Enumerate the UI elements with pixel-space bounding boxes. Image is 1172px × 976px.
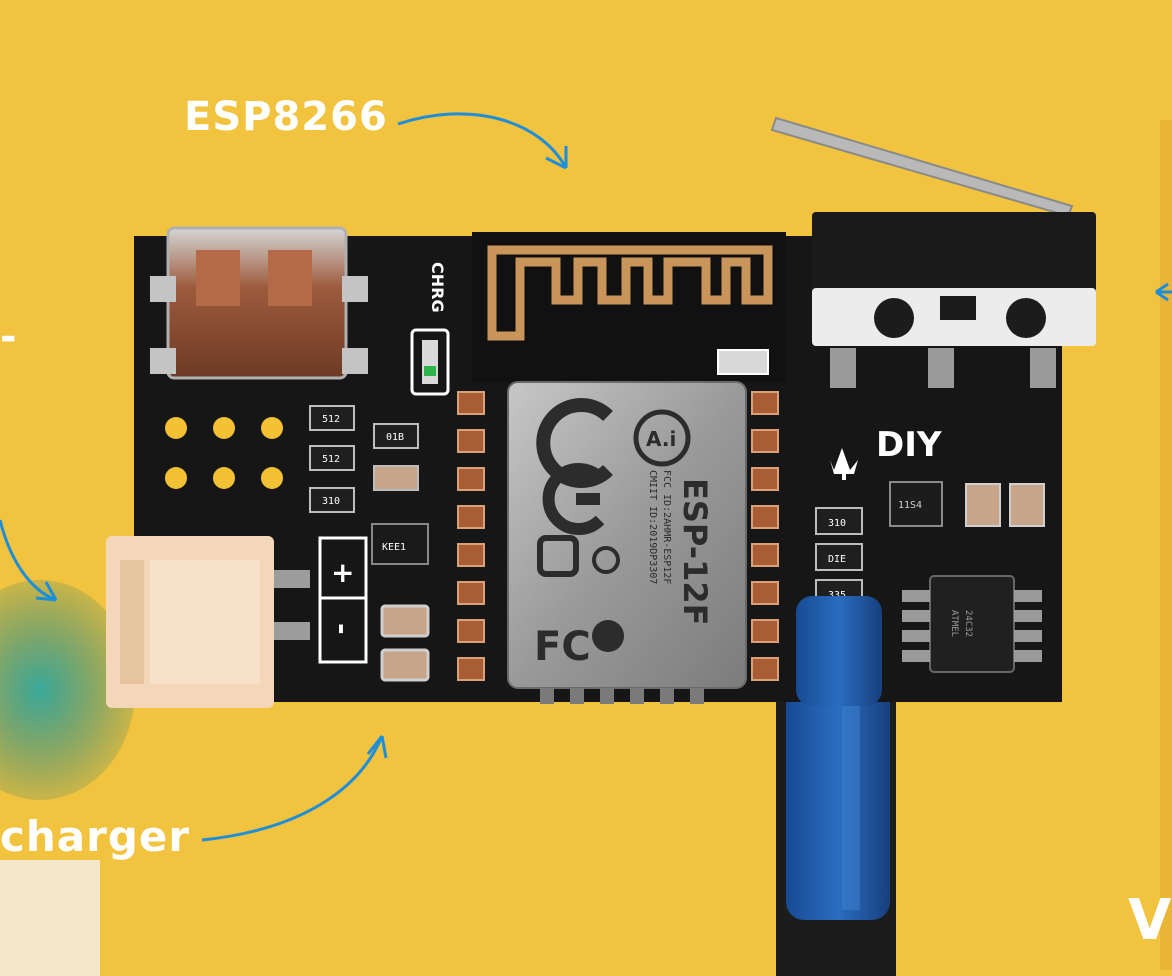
eeprom-label-line1: ATMEL [949, 610, 959, 637]
rohs-logo-icon [592, 620, 624, 652]
capacitor [380, 604, 430, 638]
capacitor [380, 648, 430, 682]
charger-ic-label: KEE1 [382, 542, 406, 553]
charger-label: charger [0, 812, 191, 861]
switch-lever [770, 116, 1074, 218]
micro-switch [812, 212, 1096, 294]
usb-c-port [166, 226, 348, 380]
resistor-label: 512 [322, 454, 340, 465]
castellated-pins-left [457, 391, 485, 681]
arrow-to-charger-icon [201, 735, 384, 842]
mosfet [889, 481, 943, 527]
charger-ic [371, 523, 429, 565]
diy-logo: DIY [876, 425, 942, 465]
resistor [815, 507, 863, 535]
resistor-label: 310 [828, 518, 846, 529]
eeprom-chip [929, 575, 1015, 673]
pad-grid [165, 417, 283, 489]
kc-logo-icon [537, 535, 579, 577]
chrg-label: CHRG [428, 262, 447, 313]
blurred-teal-object [0, 580, 135, 800]
polarity-box [318, 536, 368, 664]
arrow-right-edge-icon [1155, 282, 1172, 302]
arrow-to-connector-icon [0, 519, 57, 602]
module-model: ESP-12F [676, 478, 714, 625]
weee-logo-icon [592, 546, 620, 574]
resistor [815, 543, 863, 571]
status-led [717, 349, 769, 375]
capacitor [965, 483, 1001, 527]
fc-logo-icon: FC [534, 624, 591, 670]
module-cmiit-id: CMIIT ID:2019DP3307 [647, 470, 658, 584]
ai-logo-text: A.i [646, 427, 676, 451]
chrg-led [410, 328, 450, 396]
plus-label: + [331, 556, 354, 589]
left-edge-label: - [0, 314, 18, 360]
resistor-label: 01B [386, 432, 404, 443]
mosfet-label: 11S4 [898, 500, 922, 511]
pcb-antenna-icon [487, 245, 773, 341]
resistor-label: 512 [322, 414, 340, 425]
resistor-group-left [309, 405, 419, 513]
blurred-white-object [0, 860, 100, 976]
ce-logo-icon [536, 398, 613, 488]
module-fcc-id: FCC ID:2AHMR-ESP12F [661, 470, 672, 584]
ai-logo-icon [633, 409, 691, 467]
capacitor [1009, 483, 1045, 527]
blurred-right-object [1160, 120, 1172, 970]
resistor-label: DIE [828, 554, 846, 565]
esp8266-label: ESP8266 [184, 94, 388, 140]
resistor-label: 310 [322, 496, 340, 507]
arrow-to-esp-icon [397, 112, 568, 169]
resistor-label: 335 [828, 590, 846, 601]
minus-label: - [326, 623, 359, 635]
right-edge-label: V [1128, 888, 1172, 953]
eeprom-label-line2: 24C32 [963, 610, 973, 637]
maple-leaf-icon [830, 448, 858, 480]
castellated-pins-right [751, 391, 779, 681]
esp-12f-shield [507, 381, 747, 689]
module-bottom-pins [540, 688, 704, 704]
